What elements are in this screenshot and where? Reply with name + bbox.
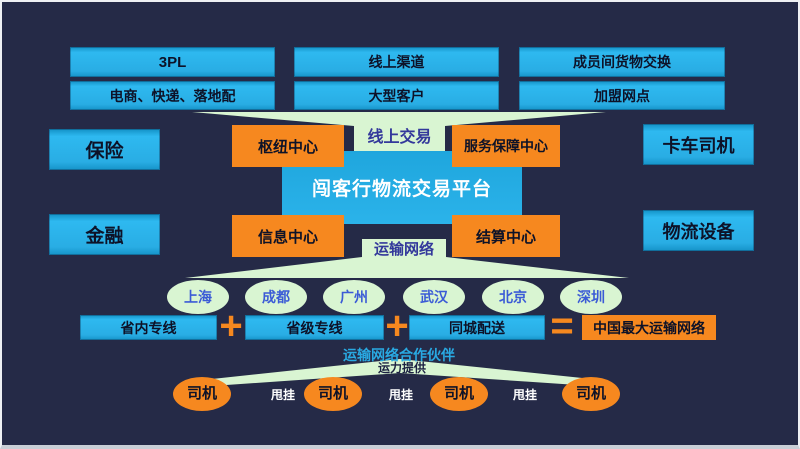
box-service-guarantee-center: 服务保障中心: [452, 125, 560, 167]
drop-pull-label-3: 甩挂: [512, 388, 537, 402]
driver-ellipse-2: [304, 377, 362, 411]
driver-ellipse-1: [173, 377, 231, 411]
driver-label-2: 司机: [317, 385, 348, 402]
driver-label-1: 司机: [186, 385, 217, 402]
online-trade-label: 线上交易: [367, 129, 432, 146]
driver-label-4: 司机: [575, 385, 606, 402]
city-label-shanghai: 上海: [184, 289, 212, 305]
online-trade-funnel-shape: [192, 112, 606, 151]
box-large-customers: 大型客户: [294, 81, 499, 110]
equals-operator: =: [550, 304, 574, 348]
city-label-chengdu: 成都: [262, 289, 290, 305]
city-ellipse-shenzhen: [560, 280, 622, 314]
box-information-center: 信息中心: [232, 215, 344, 257]
city-label-guangzhou: 广州: [340, 289, 368, 305]
box-logistics-equipment: 物流设备: [643, 210, 754, 251]
driver-ellipse-3: [430, 377, 488, 411]
drop-pull-label-1: 甩挂: [270, 388, 295, 402]
box-largest-transport-network: 中国最大运输网络: [582, 315, 716, 340]
box-intra-province-line: 省内专线: [80, 315, 217, 340]
driver-label-3: 司机: [443, 385, 474, 402]
box-settlement-center: 结算中心: [452, 215, 560, 257]
city-ellipse-shanghai: [167, 280, 229, 314]
plus-operator-2: +: [385, 304, 409, 348]
box-provincial-line: 省级专线: [245, 315, 384, 340]
city-ellipse-chengdu: [245, 280, 307, 314]
transport-network-funnel-shape: [185, 239, 629, 278]
box-intracity-delivery: 同城配送: [409, 315, 545, 340]
box-hub-center: 枢纽中心: [232, 125, 344, 167]
box-finance: 金融: [49, 214, 160, 255]
transport-network-label: 运输网络: [373, 241, 434, 258]
box-truck-drivers: 卡车司机: [643, 124, 754, 165]
box-3pl: 3PL: [70, 47, 275, 77]
box-online-channel: 线上渠道: [294, 47, 499, 77]
driver-ellipse-4: [562, 377, 620, 411]
city-ellipse-beijing: [482, 280, 544, 314]
drop-pull-label-2: 甩挂: [388, 388, 413, 402]
partners-heading: 运输网络合作伙伴: [343, 347, 455, 363]
city-ellipse-wuhan: [403, 280, 465, 314]
city-label-beijing: 北京: [499, 289, 527, 305]
capacity-supply-label: 运力提供: [377, 361, 426, 375]
box-ecommerce-express: 电商、快递、落地配: [70, 81, 275, 110]
plus-operator-1: +: [219, 304, 243, 348]
box-franchise-outlets: 加盟网点: [519, 81, 725, 110]
city-ellipse-guangzhou: [323, 280, 385, 314]
city-label-wuhan: 武汉: [420, 289, 448, 305]
box-insurance: 保险: [49, 129, 160, 170]
capacity-chevron-shape: [212, 359, 592, 386]
box-member-exchange: 成员间货物交换: [519, 47, 725, 77]
city-label-shenzhen: 深圳: [577, 289, 605, 305]
